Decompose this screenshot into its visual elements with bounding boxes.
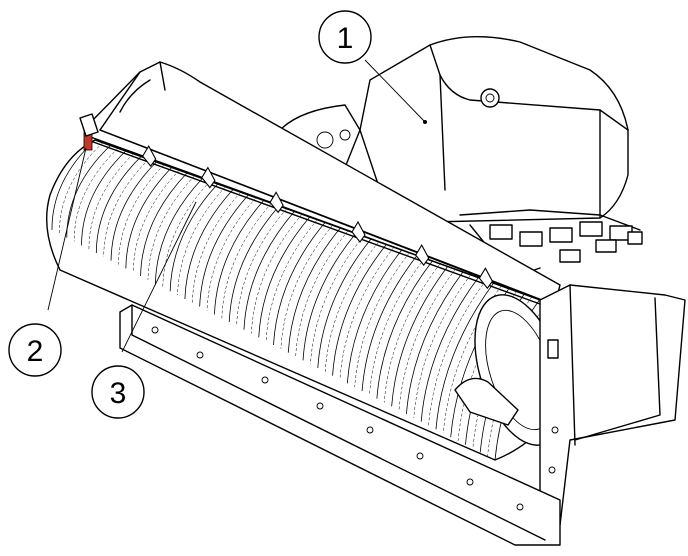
- bristle-band: [287, 227, 341, 353]
- bristle-band: [125, 167, 172, 269]
- rail-clip: [478, 267, 494, 290]
- svg-text:1: 1: [337, 22, 354, 55]
- callout-1: 1: [318, 10, 372, 64]
- bristle-band: [110, 161, 157, 261]
- bristle-band: [324, 241, 379, 372]
- bristle-band: [118, 164, 165, 265]
- svg-text:2: 2: [27, 335, 44, 368]
- rail-clip: [142, 144, 157, 168]
- bristle-band: [317, 238, 372, 369]
- bristle-band: [443, 285, 502, 434]
- bristle-band: [88, 153, 134, 250]
- bristle-band: [369, 258, 425, 395]
- rail-clip: [415, 243, 430, 267]
- leader-lines: [47, 59, 426, 353]
- bristle-band: [236, 208, 287, 326]
- bristle-band: [221, 203, 272, 319]
- hydraulic-couplers: [459, 209, 643, 276]
- bristle-band: [280, 225, 333, 349]
- bristle-band: [310, 236, 364, 365]
- bristle-band: [376, 260, 433, 399]
- bristle-band: [406, 271, 464, 415]
- callout-3: 3: [91, 365, 145, 419]
- bristle-band: [391, 266, 448, 407]
- svg-text:3: 3: [110, 377, 127, 410]
- bristle-band: [214, 200, 264, 315]
- bristle-band: [251, 214, 303, 334]
- bristle-band: [339, 247, 395, 380]
- callout-2: 2: [8, 323, 62, 377]
- bristle-band: [398, 269, 456, 411]
- bristle-band: [354, 252, 410, 388]
- bristle-band: [413, 274, 471, 418]
- bristle-band: [103, 159, 149, 257]
- bristle-band: [258, 216, 310, 338]
- bristle-band: [361, 255, 418, 392]
- rail-clip: [269, 191, 284, 214]
- bristle-band: [228, 205, 280, 323]
- bristle-band: [162, 181, 211, 288]
- bristle-band: [184, 189, 234, 300]
- bristle-band: [273, 222, 326, 346]
- bristle-band: [265, 219, 318, 342]
- bristle-band: [346, 249, 402, 384]
- bristle-band: [154, 178, 203, 284]
- rail-clip: [201, 166, 216, 189]
- rail-clip: [351, 220, 366, 243]
- bristle-band: [206, 197, 257, 311]
- front-bumper: [119, 304, 561, 546]
- bristle-band: [295, 230, 349, 357]
- deflector-rail: [79, 113, 541, 305]
- bristle-band: [140, 172, 188, 277]
- right-end-plate: [454, 284, 686, 526]
- bristle-band: [420, 277, 479, 422]
- bristle-band: [199, 194, 249, 307]
- bristle-band: [302, 233, 356, 361]
- bristle-band: [81, 150, 126, 246]
- bristle-band: [95, 156, 142, 254]
- bristle-band: [169, 183, 218, 292]
- bristle-band: [332, 244, 387, 376]
- bristle-band: [435, 282, 494, 430]
- bristle-band: [73, 148, 119, 242]
- bristle-band: [243, 211, 295, 330]
- bristle-band: [428, 280, 487, 426]
- bristle-band: [59, 142, 103, 234]
- bristle-band: [384, 263, 441, 403]
- bristle-band: [192, 192, 241, 303]
- bristle-band: [147, 175, 195, 280]
